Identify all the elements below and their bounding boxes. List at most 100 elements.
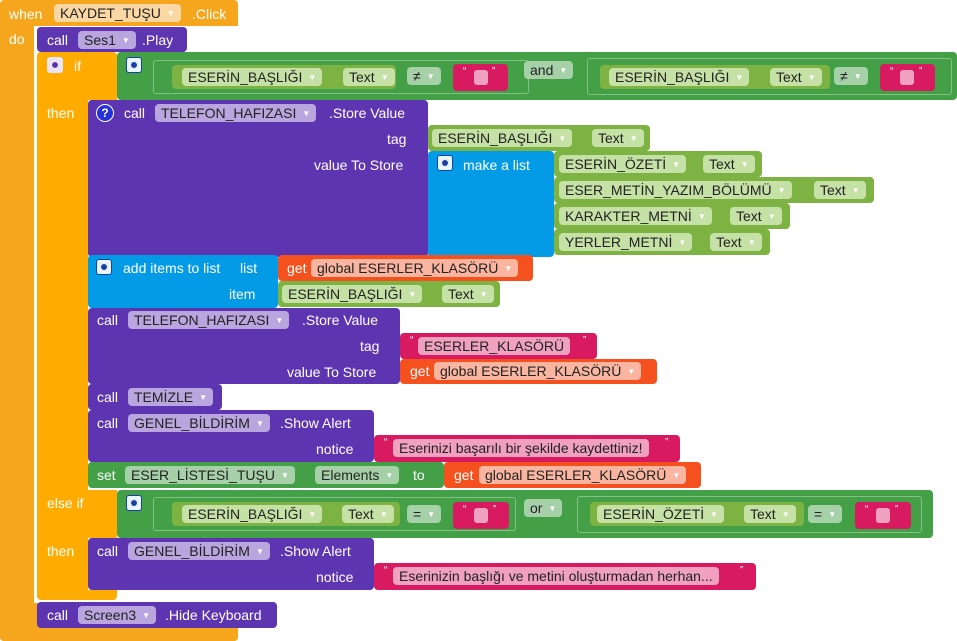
chevron-down-icon: ▼ [280,471,289,481]
property-name: Text [820,182,846,198]
text-value[interactable]: ESERLER_KLASÖRÜ [418,337,571,355]
variable-dropdown[interactable]: global ESERLER_KLASÖRÜ▼ [434,362,642,380]
component-dropdown[interactable]: ESERİN_BAŞLIĞI▼ [432,129,573,147]
variable-dropdown[interactable]: global ESERLER_KLASÖRÜ▼ [479,466,687,484]
gear-icon[interactable] [126,57,142,73]
component-name: ESER_LİSTESİ_TUŞU [131,467,275,483]
component-name: ESERİN_BAŞLIĞI [438,130,553,146]
chevron-down-icon: ▼ [548,504,557,514]
chevron-down-icon: ▼ [199,393,208,403]
chevron-down-icon: ▼ [627,367,636,377]
then-label: then [47,543,75,559]
text-content: Eserinizin başlığı ve metini oluşturmada… [399,568,713,584]
component-name: Screen3 [84,607,137,623]
chevron-down-icon: ▼ [747,238,756,248]
item-label: item [229,286,256,302]
component-name: ESERİN_BAŞLIĞI [288,286,403,302]
text-value[interactable]: Eserinizi başarılı bir şekilde kaydettin… [393,439,649,457]
property-dropdown[interactable]: Text▼ [770,68,822,86]
procedure-dropdown[interactable]: TEMİZLE ▼ [128,388,214,406]
component-dropdown[interactable]: GENEL_BİLDİRİM▼ [128,414,270,432]
property-name: Text [448,286,474,302]
chevron-down-icon: ▼ [767,212,776,222]
chevron-down-icon: ▼ [385,471,394,481]
notice-label: notice [316,441,354,457]
chevron-down-icon: ▼ [379,510,388,520]
chevron-down-icon: ▼ [504,264,513,274]
gear-icon[interactable] [126,495,142,511]
operator-dropdown[interactable]: ≠▼ [407,67,441,85]
chevron-down-icon: ▼ [142,611,151,621]
text-value[interactable]: Eserinizin başlığı ve metini oluşturmada… [393,567,719,585]
chevron-down-icon: ▼ [678,238,687,248]
operator-dropdown[interactable]: =▼ [407,505,442,523]
property-name: Text [598,130,624,146]
get-label: get [410,363,430,379]
component-dropdown[interactable]: Screen3 ▼ [78,606,157,624]
property-name: Text [348,506,374,522]
add-items-to-list-block[interactable] [88,255,278,308]
list-label: list [240,260,258,276]
gear-icon[interactable] [47,57,63,73]
component-dropdown[interactable]: TELEFON_HAFIZASI ▼ [128,311,290,329]
store-value-block[interactable] [88,100,428,257]
property-dropdown[interactable]: Text▼ [710,233,762,251]
method-name: .Store Value [302,312,379,328]
component-dropdown[interactable]: YERLER_METNİ▼ [559,233,693,251]
component-dropdown[interactable]: KARAKTER_METNİ▼ [559,207,712,225]
property-dropdown[interactable]: Text▼ [343,68,395,86]
property-name: Text [709,156,735,172]
property-dropdown[interactable]: Text▼ [814,181,866,199]
operator-dropdown[interactable]: =▼ [808,505,843,523]
component-dropdown[interactable]: ESERİN_BAŞLIĞI▼ [282,285,423,303]
chevron-down-icon: ▼ [853,72,862,82]
text-content: Eserinizi başarılı bir şekilde kaydettin… [399,440,643,456]
component-dropdown[interactable]: ESERİN_ÖZETİ▼ [559,155,687,173]
tag-label: tag [387,131,407,147]
procedure-name: TEMİZLE [134,389,194,405]
method-name: .Store Value [329,105,406,121]
call-label: call [97,312,119,328]
component-name: ESERİN_BAŞLIĞI [188,69,303,85]
component-dropdown[interactable]: ESER_METİN_YAZIM_BÖLÜMÜ ▼ [559,181,792,199]
hide-keyboard-block[interactable] [37,602,277,628]
logic-op-dropdown[interactable]: or▼ [524,499,563,517]
chevron-down-icon: ▼ [427,510,436,520]
chevron-down-icon: ▼ [166,9,175,19]
notice-label: notice [316,569,354,585]
property-name: Text [776,69,802,85]
component-dropdown[interactable]: ESERİN_ÖZETİ▼ [597,505,725,523]
component-dropdown[interactable]: ESERİN_BAŞLIĞI▼ [609,68,750,86]
help-icon[interactable]: ? [96,104,114,122]
call-label: call [97,389,119,405]
component-name: TELEFON_HAFIZASI [134,312,270,328]
text-content: ESERLER_KLASÖRÜ [424,338,565,354]
property-dropdown[interactable]: Text▼ [730,207,782,225]
component-name: ESERİN_BAŞLIĞI [188,506,303,522]
gear-icon[interactable] [437,155,453,171]
component-name: ESER_METİN_YAZIM_BÖLÜMÜ [565,182,772,198]
operator: ≠ [840,68,848,84]
operator-dropdown[interactable]: ≠▼ [834,67,868,85]
property-dropdown[interactable]: Elements▼ [315,466,400,484]
component-dropdown[interactable]: ESER_LİSTESİ_TUŞU ▼ [125,466,295,484]
component-dropdown[interactable]: ESERİN_BAŞLIĞI▼ [182,505,323,523]
component-dropdown[interactable]: TELEFON_HAFIZASI▼ [155,104,317,122]
logic-op-dropdown[interactable]: and▼ [524,61,574,79]
add-items-label: add items to list [123,260,221,276]
property-dropdown[interactable]: Text▼ [442,285,494,303]
component-dropdown[interactable]: ESERİN_BAŞLIĞI▼ [182,68,323,86]
chevron-down-icon: ▼ [777,186,786,196]
variable-dropdown[interactable]: global ESERLER_KLASÖRÜ▼ [311,259,519,277]
then-label: then [47,105,75,121]
component-dropdown[interactable]: KAYDET_TUŞU▼ [54,4,181,22]
component-dropdown[interactable]: GENEL_BİLDİRİM▼ [128,542,270,560]
gear-icon[interactable] [96,259,112,275]
property-dropdown[interactable]: Text ▼ [342,505,394,523]
property-dropdown[interactable]: Text▼ [703,155,755,173]
logic-operator: and [530,62,554,78]
property-dropdown[interactable]: Text▼ [592,129,644,147]
property-dropdown[interactable]: Text▼ [744,505,796,523]
component-dropdown[interactable]: Ses1▼ [78,31,136,49]
chevron-down-icon: ▼ [275,316,284,326]
